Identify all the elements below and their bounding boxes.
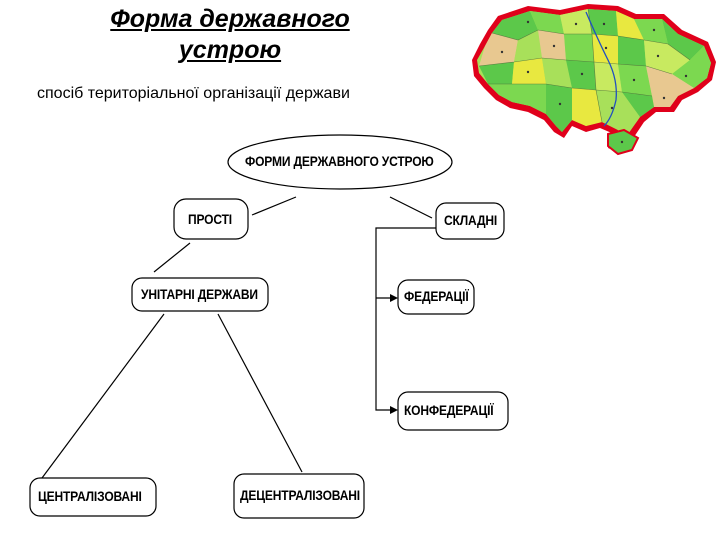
map-region <box>564 34 594 62</box>
decentralized-label: ДЕЦЕНТРАЛІЗОВАНІ <box>240 487 360 503</box>
map-region <box>644 40 690 74</box>
map-region <box>618 36 646 66</box>
arrow-confederations <box>390 406 398 414</box>
map-region <box>672 46 711 88</box>
map-region <box>622 92 654 117</box>
map-region <box>594 62 622 92</box>
root-label: ФОРМИ ДЕРЖАВНОГО УСТРОЮ <box>245 153 434 169</box>
root-ellipse <box>227 134 453 190</box>
map-region <box>479 33 518 66</box>
federations-box <box>397 279 475 315</box>
map-region <box>514 30 542 62</box>
slide-subtitle: спосіб територіальної організації держав… <box>37 85 350 102</box>
map-region <box>566 60 596 90</box>
connector-root-simple <box>251 196 297 216</box>
complex-box <box>435 202 505 240</box>
confederations-label: КОНФЕДЕРАЦІЇ <box>404 402 494 418</box>
map-region <box>560 9 592 34</box>
simple-label: ПРОСТІ <box>188 211 232 227</box>
arrow-federations <box>390 294 398 302</box>
map-region <box>588 9 618 36</box>
title-line-2: устрою <box>178 36 282 64</box>
connector-unitary-decentralized <box>217 313 303 473</box>
connector-simple-unitary <box>153 242 191 273</box>
federations-label: ФЕДЕРАЦІЇ <box>404 288 469 304</box>
map-region <box>530 11 564 34</box>
confederations-box <box>397 391 509 431</box>
slide-title: Форма державного устрою <box>60 4 400 66</box>
map-region <box>662 19 704 60</box>
map-region <box>634 19 668 44</box>
simple-box <box>173 198 249 240</box>
map-region <box>546 84 572 132</box>
connector-unitary-centralized <box>41 313 165 479</box>
map-river <box>585 11 617 127</box>
map-region <box>616 11 644 40</box>
map-region <box>542 58 572 88</box>
centralized-box <box>29 477 157 517</box>
map-region <box>488 84 546 114</box>
complex-label: СКЛАДНІ <box>444 212 498 228</box>
decentralized-box <box>233 473 365 519</box>
connector-complex-bracket <box>375 227 436 411</box>
connector-root-complex <box>389 196 433 219</box>
unitary-label: УНІТАРНІ ДЕРЖАВИ <box>141 286 258 302</box>
map-region <box>512 58 546 84</box>
map-region <box>572 88 602 126</box>
ukraine-map-image <box>472 4 716 156</box>
map-region <box>646 66 694 107</box>
map-region <box>492 11 538 40</box>
centralized-label: ЦЕНТРАЛІЗОВАНІ <box>38 488 142 504</box>
unitary-box <box>131 277 269 312</box>
title-line-1: Форма державного <box>110 5 350 33</box>
map-region <box>538 30 566 60</box>
map-region <box>479 62 514 84</box>
